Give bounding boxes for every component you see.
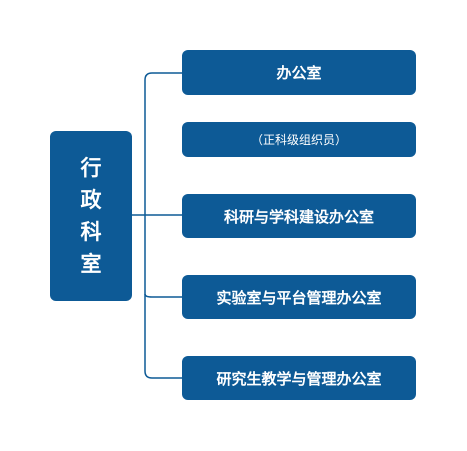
- node-organizer-note: （正科级组织员）: [182, 122, 416, 157]
- root-char: 行: [80, 156, 102, 180]
- node-label: 研究生教学与管理办公室: [216, 369, 382, 388]
- node-label: 科研与学科建设办公室: [223, 207, 374, 226]
- node-label: 实验室与平台管理办公室: [216, 288, 382, 307]
- root-char: 室: [80, 252, 102, 276]
- node-research-discipline-office: 科研与学科建设办公室: [182, 194, 416, 238]
- root-node-admin-office: 行 政 科 室: [50, 131, 132, 301]
- node-lab-platform-office: 实验室与平台管理办公室: [182, 275, 416, 319]
- node-graduate-teaching-office: 研究生教学与管理办公室: [182, 356, 416, 400]
- node-label: （正科级组织员）: [250, 133, 347, 147]
- connector-bracket: [144, 72, 182, 379]
- node-label: 办公室: [276, 64, 322, 82]
- root-char: 政: [80, 188, 102, 212]
- node-office: 办公室: [182, 50, 416, 95]
- connector-branch-lab: [144, 293, 182, 298]
- root-char: 科: [80, 220, 102, 244]
